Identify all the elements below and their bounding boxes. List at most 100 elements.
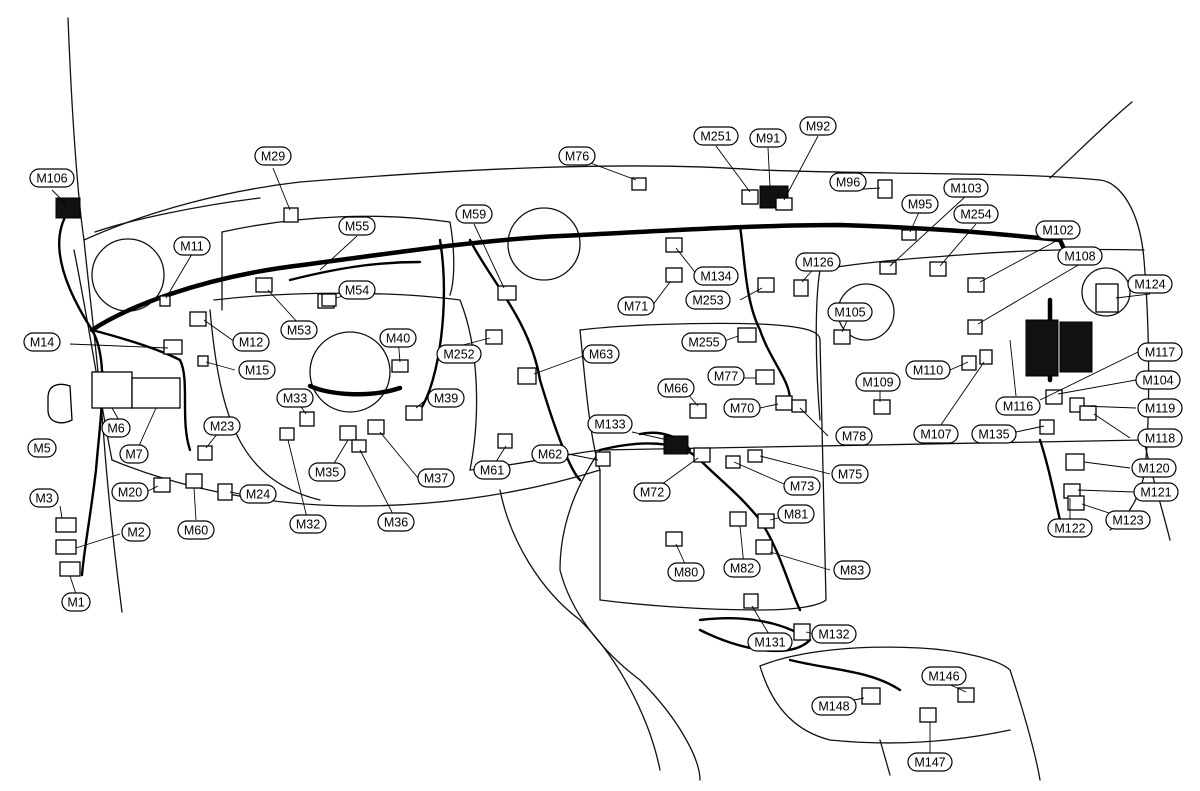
- label-box: [995, 396, 1041, 416]
- label-text: M59: [462, 208, 486, 222]
- connector-m1: [59, 561, 81, 577]
- connector-m24: [217, 483, 233, 501]
- label-m103: M103: [943, 178, 989, 198]
- label-text: M7: [125, 448, 142, 462]
- label-text: M132: [818, 628, 849, 642]
- label-m148: M148: [811, 696, 857, 716]
- label-m126: M126: [795, 252, 841, 272]
- label-box: [558, 146, 596, 166]
- label-box: [657, 378, 695, 398]
- label-text: M71: [624, 300, 648, 314]
- connector-m253: [757, 277, 775, 293]
- connector-m37: [367, 419, 385, 435]
- label-m135: M135: [971, 424, 1017, 444]
- block-m116b: [1059, 321, 1093, 373]
- label-box: [747, 632, 793, 652]
- label-box: [121, 522, 151, 542]
- label-text: M116: [1003, 400, 1033, 414]
- connector-m72: [693, 447, 711, 463]
- connector-m132: [793, 623, 811, 641]
- label-text: M82: [730, 562, 754, 576]
- label-text: M118: [1145, 432, 1175, 446]
- block-m6: [91, 371, 133, 409]
- label-box: [1047, 518, 1093, 538]
- connector-m148: [861, 687, 881, 705]
- label-box: [427, 388, 465, 408]
- label-text: M14: [30, 336, 54, 350]
- label-box: [811, 624, 857, 644]
- label-text: M5: [33, 442, 50, 456]
- label-text: M39: [434, 392, 458, 406]
- connector-m131: [743, 593, 759, 609]
- label-m73: M73: [783, 476, 821, 496]
- connector-m92: [775, 197, 793, 211]
- label-m20: M20: [111, 482, 149, 502]
- connector-m82: [729, 511, 747, 527]
- label-m60: M60: [177, 520, 215, 540]
- label-m3: M3: [29, 488, 59, 508]
- label-m72: M72: [633, 482, 671, 502]
- label-text: M70: [730, 402, 754, 416]
- label-box: [101, 418, 131, 438]
- label-text: M36: [384, 516, 408, 530]
- label-box: [27, 438, 57, 458]
- label-m254: M254: [953, 204, 999, 224]
- connector-m35: [339, 425, 357, 441]
- connector-m102: [967, 277, 985, 293]
- label-box: [905, 360, 951, 380]
- connector-m60: [185, 473, 203, 489]
- label-text: M60: [184, 524, 208, 538]
- label-box: [111, 482, 149, 502]
- label-box: [473, 460, 511, 480]
- label-box: [633, 482, 671, 502]
- connector-m23: [197, 445, 213, 461]
- label-text: M107: [920, 428, 951, 442]
- connector-m2: [55, 539, 77, 555]
- label-box: [203, 416, 241, 436]
- label-box: [379, 328, 417, 348]
- connector-m12: [189, 311, 207, 327]
- label-m76: M76: [558, 146, 596, 166]
- label-m32: M32: [289, 514, 327, 534]
- label-box: [723, 398, 761, 418]
- label-text: M119: [1145, 402, 1175, 416]
- label-text: M105: [834, 306, 865, 320]
- connector-m76: [631, 177, 647, 191]
- label-box: [119, 444, 149, 464]
- connector-m36: [351, 439, 367, 453]
- label-box: [531, 444, 569, 464]
- label-box: [1057, 246, 1103, 266]
- label-m96: M96: [829, 172, 867, 192]
- connector-m75: [747, 449, 763, 463]
- label-box: [707, 366, 745, 386]
- label-m109: M109: [855, 372, 901, 392]
- label-m83: M83: [833, 560, 871, 580]
- label-box: [901, 194, 939, 214]
- label-text: M75: [838, 468, 862, 482]
- label-text: M254: [960, 208, 991, 222]
- label-m62: M62: [531, 444, 569, 464]
- connector-m146: [957, 687, 975, 703]
- center-vent-circle: [507, 207, 581, 281]
- connector-m53: [255, 277, 273, 293]
- label-box: [238, 360, 276, 380]
- label-box: [685, 290, 731, 310]
- label-text: M72: [640, 486, 664, 500]
- connector-m251: [741, 189, 759, 205]
- label-text: M126: [802, 256, 833, 270]
- label-box: [1135, 370, 1181, 390]
- label-text: M134: [700, 270, 731, 284]
- label-text: M121: [1140, 486, 1171, 500]
- label-text: M53: [287, 324, 311, 338]
- label-m59: M59: [455, 204, 493, 224]
- label-m35: M35: [308, 462, 346, 482]
- label-text: M76: [565, 150, 589, 164]
- label-box: [827, 302, 873, 322]
- label-m12: M12: [232, 332, 270, 352]
- label-text: M124: [1134, 278, 1165, 292]
- connector-m118: [1079, 405, 1097, 421]
- label-text: M2: [127, 526, 144, 540]
- label-m120: M120: [1131, 458, 1177, 478]
- label-box: [254, 146, 292, 166]
- connector-m11: [159, 295, 171, 307]
